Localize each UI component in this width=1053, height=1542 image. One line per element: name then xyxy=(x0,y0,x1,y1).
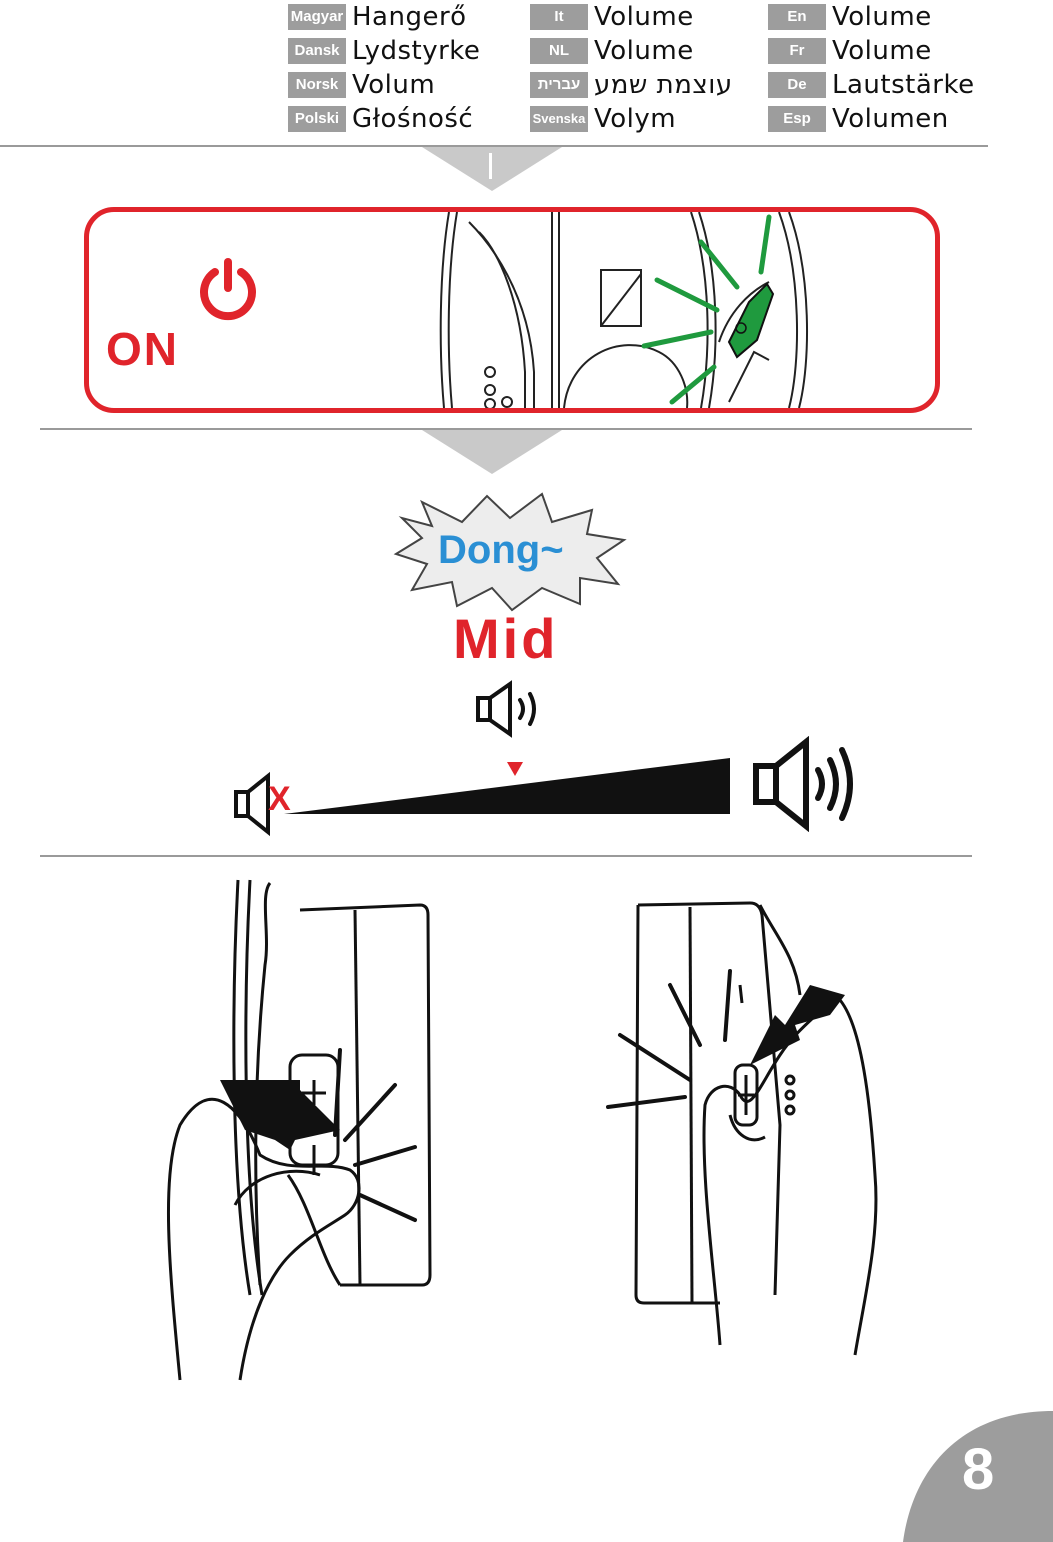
lang-tag: Dansk xyxy=(288,38,346,64)
hand-press-volume-up-illustration xyxy=(600,875,900,1385)
page-number: 8 xyxy=(962,1436,994,1503)
lang-word: Volume xyxy=(594,2,694,32)
on-label: ON xyxy=(106,322,179,376)
lang-tag: Svenska xyxy=(530,106,588,132)
lang-tag: Norsk xyxy=(288,72,346,98)
step-arrow-tick xyxy=(489,153,492,179)
lang-tag: Magyar xyxy=(288,4,346,30)
lang-row-hebrew: עברית עוצמת שמע xyxy=(530,70,733,100)
lang-tag: Esp xyxy=(768,106,826,132)
language-table: Magyar Hangerő Dansk Lydstyrke Norsk Vol… xyxy=(288,2,1008,134)
speaker-loud-icon xyxy=(750,736,860,832)
lang-word: Lydstyrke xyxy=(352,36,480,66)
lang-row-fr: Fr Volume xyxy=(768,36,932,66)
volume-scale xyxy=(280,752,740,822)
lang-word: Volume xyxy=(832,36,932,66)
lang-row-svenska: Svenska Volym xyxy=(530,104,676,134)
lang-row-polski: Polski Głośność xyxy=(288,104,473,134)
lang-word: Hangerő xyxy=(352,2,467,32)
lang-tag: It xyxy=(530,4,588,30)
lang-row-de: De Lautstärke xyxy=(768,70,975,100)
lang-word: Volym xyxy=(594,104,676,134)
hand-press-volume-down-illustration xyxy=(150,875,450,1385)
lang-row-norsk: Norsk Volum xyxy=(288,70,435,100)
lang-word: Volum xyxy=(352,70,435,100)
volume-level-label: Mid xyxy=(453,606,558,671)
power-icon xyxy=(195,256,261,322)
step-arrow xyxy=(422,147,562,191)
lang-row-it: It Volume xyxy=(530,2,694,32)
lang-row-dansk: Dansk Lydstyrke xyxy=(288,36,480,66)
section-divider xyxy=(40,855,972,857)
mute-mark: X xyxy=(268,780,291,819)
lang-word: Lautstärke xyxy=(832,70,975,100)
lang-row-esp: Esp Volumen xyxy=(768,104,949,134)
step-arrow xyxy=(422,430,562,474)
lang-tag: Polski xyxy=(288,106,346,132)
lang-word: Volume xyxy=(832,2,932,32)
lang-row-nl: NL Volume xyxy=(530,36,694,66)
lang-word: Volume xyxy=(594,36,694,66)
speaker-mid-icon xyxy=(472,680,552,740)
lang-row-magyar: Magyar Hangerő xyxy=(288,2,467,32)
lang-row-en: En Volume xyxy=(768,2,932,32)
lang-tag: NL xyxy=(530,38,588,64)
dong-text: Dong~ xyxy=(438,528,564,573)
lang-tag: עברית xyxy=(530,72,588,98)
lang-word: עוצמת שמע xyxy=(594,70,733,100)
lang-word: Głośność xyxy=(352,104,473,134)
lang-tag: En xyxy=(768,4,826,30)
lang-tag: Fr xyxy=(768,38,826,64)
lang-word: Volumen xyxy=(832,104,949,134)
lang-tag: De xyxy=(768,72,826,98)
